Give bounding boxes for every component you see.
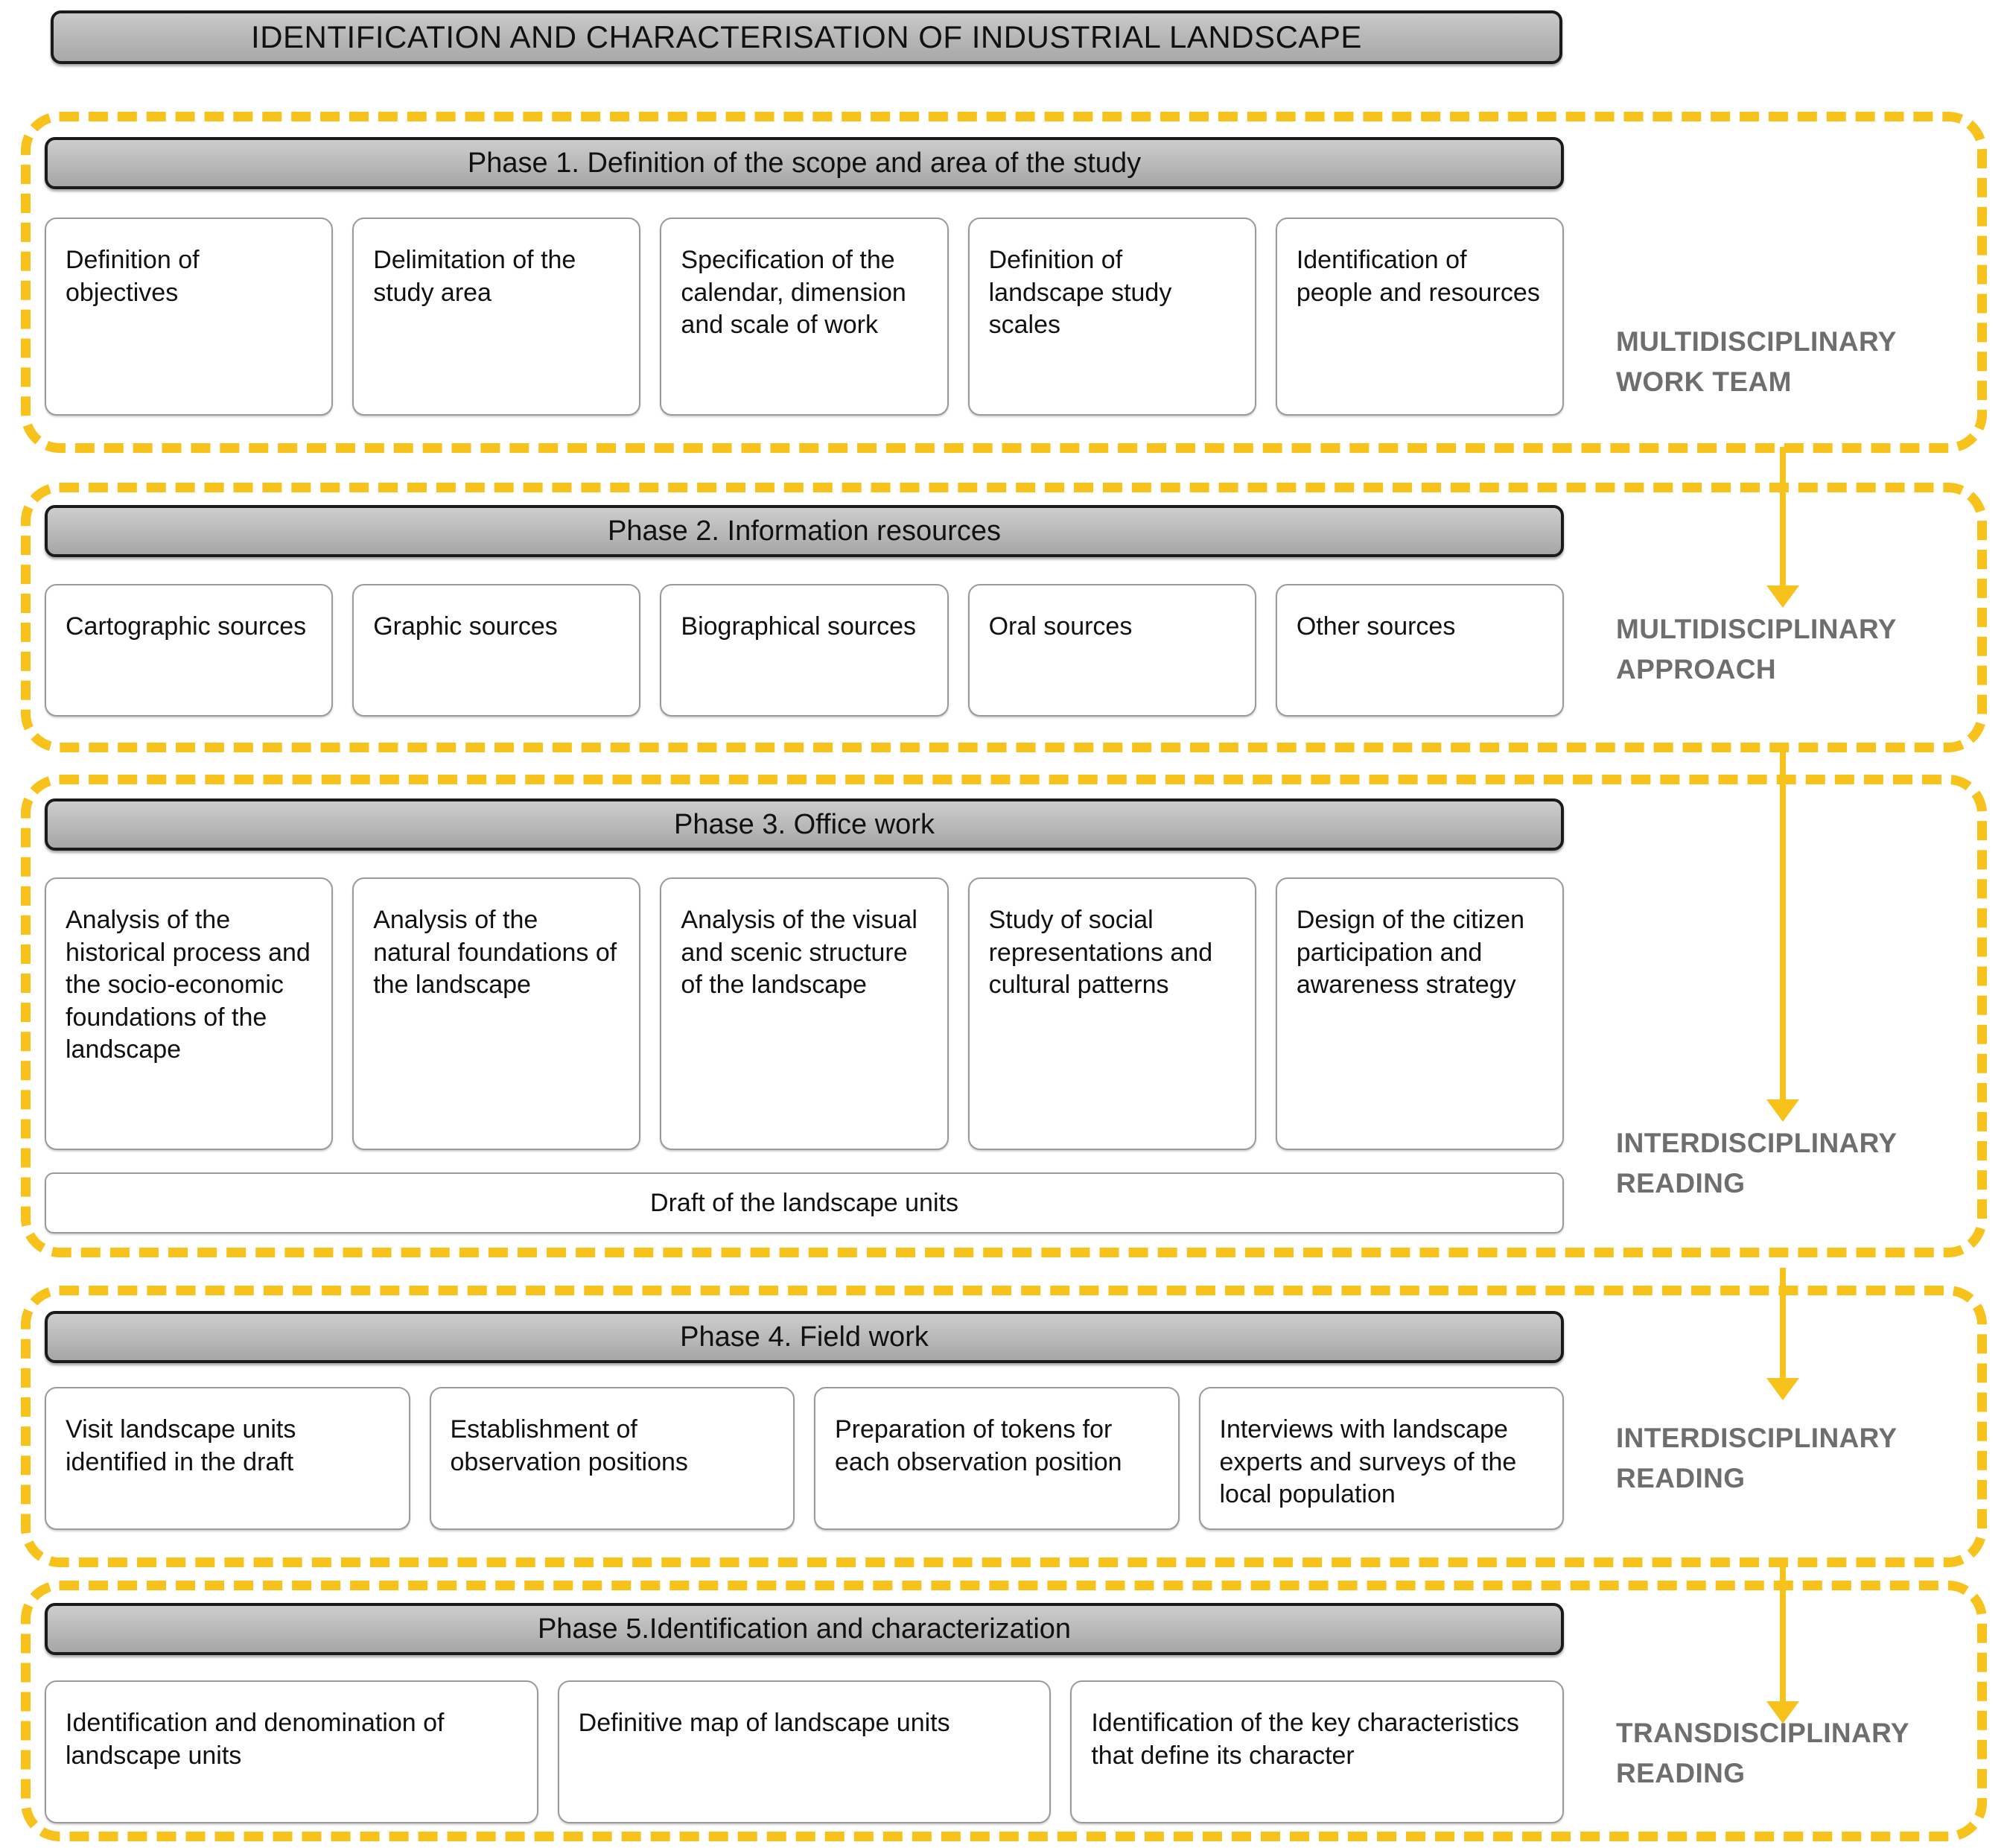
side-label-5: TRANSDISCIPLINARY READING (1616, 1718, 1909, 1788)
phase-5-header: Phase 5.Identification and characterizat… (45, 1603, 1564, 1655)
phase-4-header: Phase 4. Field work (45, 1311, 1564, 1363)
flow-arrow-4 (1766, 1563, 1799, 1724)
phase-2-item-4[interactable]: Oral sources (967, 584, 1256, 717)
phase-1-item-3[interactable]: Specification of the calendar, dimension… (660, 217, 949, 416)
phase-1-item-4[interactable]: Definition of landscape study scales (967, 217, 1256, 416)
phase-5-item-3[interactable]: Identification of the key characteristic… (1070, 1680, 1565, 1823)
phase-3-item-3[interactable]: Analysis of the visual and scenic struct… (660, 877, 949, 1150)
main-title-bar: IDENTIFICATION AND CHARACTERISATION OF I… (51, 10, 1562, 64)
phase-3-header-text: Phase 3. Office work (674, 808, 935, 840)
phase-1-header: Phase 1. Definition of the scope and are… (45, 137, 1564, 189)
phase-2-item-1[interactable]: Cartographic sources (45, 584, 334, 717)
side-label-2: MULTIDISCIPLINARY APPROACH (1616, 614, 1897, 685)
phase-3-item-5[interactable]: Design of the citizen participation and … (1275, 877, 1565, 1150)
main-title-text: IDENTIFICATION AND CHARACTERISATION OF I… (251, 19, 1362, 54)
phase-group-5 (21, 1581, 1987, 1841)
phase-group-4 (21, 1286, 1987, 1567)
phase-2-item-3[interactable]: Biographical sources (660, 584, 949, 717)
phase-5-item-2[interactable]: Definitive map of landscape units (557, 1680, 1052, 1823)
phase-2-header: Phase 2. Information resources (45, 505, 1564, 557)
flow-arrow-2 (1766, 745, 1799, 1122)
phase-3-item-2[interactable]: Analysis of the natural foundations of t… (352, 877, 641, 1150)
flow-arrow-1 (1766, 447, 1799, 608)
phase-2-item-5[interactable]: Other sources (1275, 584, 1565, 717)
phase-4-item-2[interactable]: Establishment of observation positions (429, 1387, 795, 1530)
phase-1-header-text: Phase 1. Definition of the scope and are… (467, 147, 1142, 179)
side-label-3: INTERDISCIPLINARY READING (1616, 1128, 1898, 1198)
phase-1-item-5[interactable]: Identification of people and resources (1275, 217, 1565, 416)
phase-1-items: Definition of objectives Delimitation of… (45, 217, 1565, 416)
phase-5-items: Identification and denomination of lands… (45, 1680, 1565, 1823)
side-label-4: INTERDISCIPLINARY READING (1616, 1423, 1898, 1493)
phase-3-item-1[interactable]: Analysis of the historical process and t… (45, 877, 334, 1150)
phase-group-2 (21, 483, 1987, 752)
phase-4-item-4[interactable]: Interviews with landscape experts and su… (1198, 1387, 1564, 1530)
phase-4-item-1[interactable]: Visit landscape units identified in the … (45, 1387, 410, 1530)
phase-2-header-text: Phase 2. Information resources (607, 515, 1002, 547)
phase-2-item-2[interactable]: Graphic sources (352, 584, 641, 717)
phase-5-header-text: Phase 5.Identification and characterizat… (537, 1613, 1072, 1645)
phase-3-items: Analysis of the historical process and t… (45, 877, 1565, 1150)
phase-1-item-1[interactable]: Definition of objectives (45, 217, 334, 416)
phase-4-header-text: Phase 4. Field work (680, 1321, 929, 1353)
phase-4-item-3[interactable]: Preparation of tokens for each observati… (814, 1387, 1180, 1530)
flow-arrow-3 (1766, 1268, 1799, 1400)
phase-group-1 (21, 112, 1987, 453)
phase-3-header: Phase 3. Office work (45, 798, 1564, 851)
phase-1-item-2[interactable]: Delimitation of the study area (352, 217, 641, 416)
side-label-1: MULTIDISCIPLINARY WORK TEAM (1616, 326, 1897, 397)
phase-group-3 (21, 775, 1987, 1257)
phase-3-draft-box[interactable]: Draft of the landscape units (45, 1172, 1564, 1233)
phase-5-item-1[interactable]: Identification and denomination of lands… (45, 1680, 538, 1823)
phase-3-item-4[interactable]: Study of social representations and cult… (967, 877, 1256, 1150)
phase-2-items: Cartographic sources Graphic sources Bio… (45, 584, 1565, 717)
phase-4-items: Visit landscape units identified in the … (45, 1387, 1564, 1530)
